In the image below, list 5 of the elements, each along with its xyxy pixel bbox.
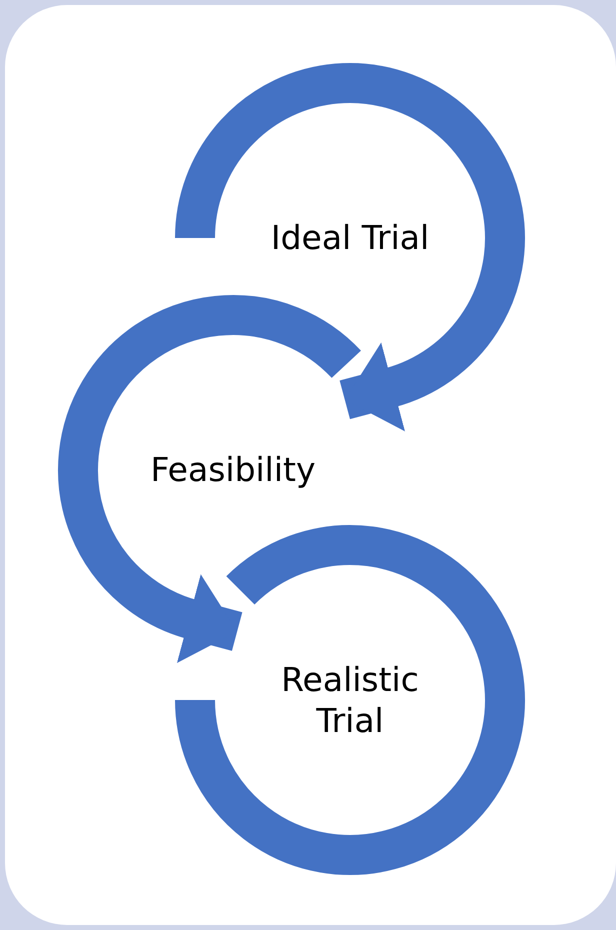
stage-label: Realistic Trial	[280, 658, 420, 742]
arrowhead	[340, 342, 406, 432]
stage-label: Feasibility	[150, 449, 316, 491]
stage-label: Ideal Trial	[270, 217, 430, 259]
arrowhead	[176, 574, 242, 664]
